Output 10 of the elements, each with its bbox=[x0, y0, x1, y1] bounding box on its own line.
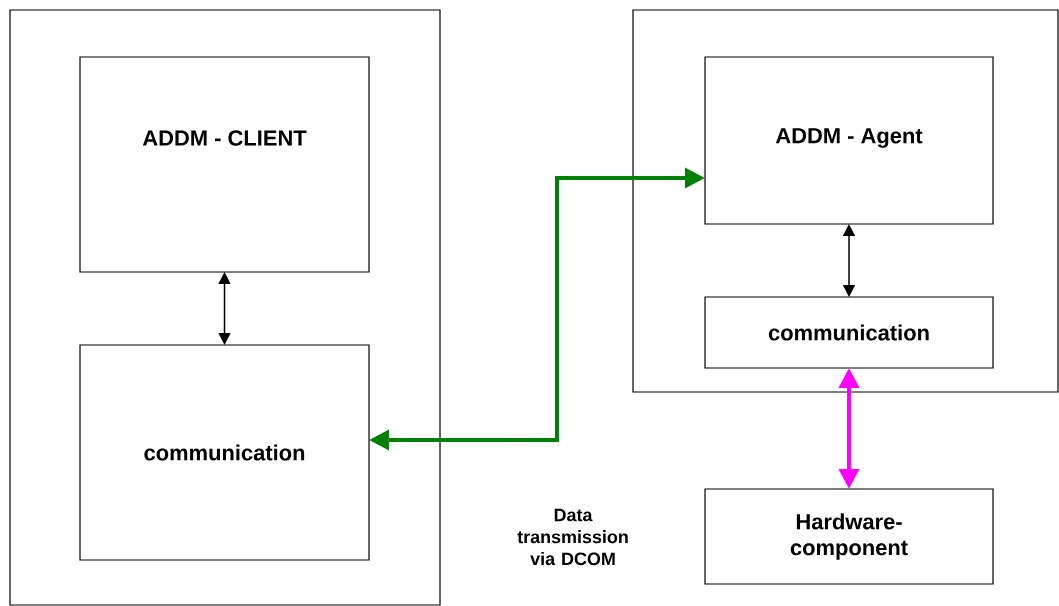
note-text: Data transmission via DCOM bbox=[517, 508, 628, 566]
arrow bbox=[842, 224, 856, 297]
container-box bbox=[632, 9, 1059, 393]
process-box: communication bbox=[79, 344, 370, 561]
process-box: ADDM - Agent bbox=[704, 56, 994, 225]
container-box bbox=[9, 9, 441, 606]
arrow bbox=[218, 272, 231, 345]
process-box: communication bbox=[704, 296, 994, 369]
process-box: ADDM - CLIENT bbox=[79, 56, 370, 273]
process-box: Hardware-component bbox=[704, 488, 994, 585]
